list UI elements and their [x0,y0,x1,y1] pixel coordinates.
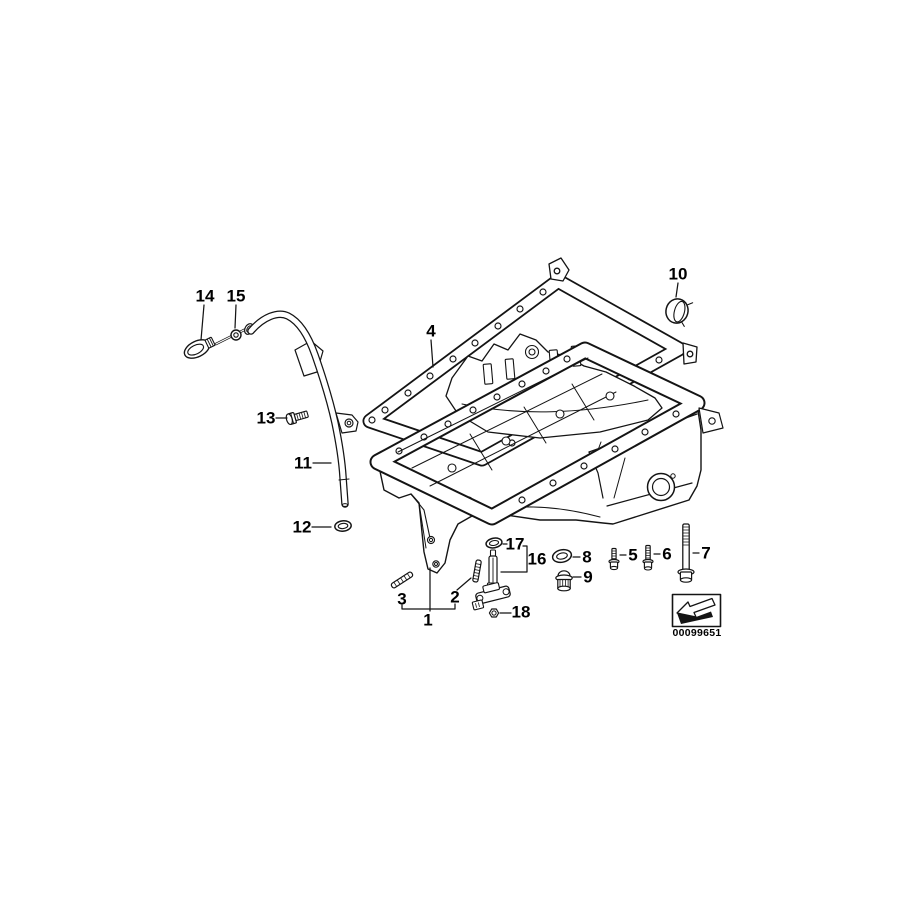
drain-plug-9-drawing [555,570,573,592]
image-number: 00099651 [672,627,722,639]
part-callout-16[interactable]: 16 [527,549,547,569]
part-callout-4[interactable]: 4 [426,321,436,341]
part-callout-1[interactable]: 1 [423,610,433,630]
pin-3-drawing [390,571,414,589]
leader-lines [200,282,700,614]
oil-pan-drawing [369,333,724,574]
sealing-cap-10-drawing [665,298,694,327]
bolt-7-drawing [677,523,695,583]
part-callout-17[interactable]: 17 [505,534,525,554]
part-callout-12[interactable]: 12 [292,517,312,537]
screw-5-drawing [608,547,620,571]
part-callout-15[interactable]: 15 [226,286,246,306]
part-callout-6[interactable]: 6 [662,544,672,564]
part-callout-13[interactable]: 13 [256,408,276,428]
part-callout-9[interactable]: 9 [583,567,593,587]
part-callout-8[interactable]: 8 [582,547,592,567]
oring-12-drawing [334,520,352,532]
part-callout-7[interactable]: 7 [701,543,711,563]
dipstick-drawing [183,323,255,359]
part-callout-10[interactable]: 10 [668,264,688,284]
oil-level-sensor-drawing [390,537,511,618]
part-callout-2[interactable]: 2 [450,587,460,607]
part-callout-3[interactable]: 3 [397,589,407,609]
screw-13-drawing [285,410,309,426]
part-callout-14[interactable]: 14 [195,286,215,306]
part-callout-18[interactable]: 18 [511,602,531,622]
screw-6-drawing [642,544,654,571]
gasket-drawing [362,257,698,467]
part-callout-5[interactable]: 5 [628,545,638,565]
direction-arrow-stamp [671,593,722,628]
seal-ring-8-drawing [551,548,573,564]
dipstick-oring-15 [230,329,242,341]
stud-2-drawing [472,559,482,583]
guide-tube-drawing [247,310,359,508]
part-callout-11[interactable]: 11 [294,453,312,473]
